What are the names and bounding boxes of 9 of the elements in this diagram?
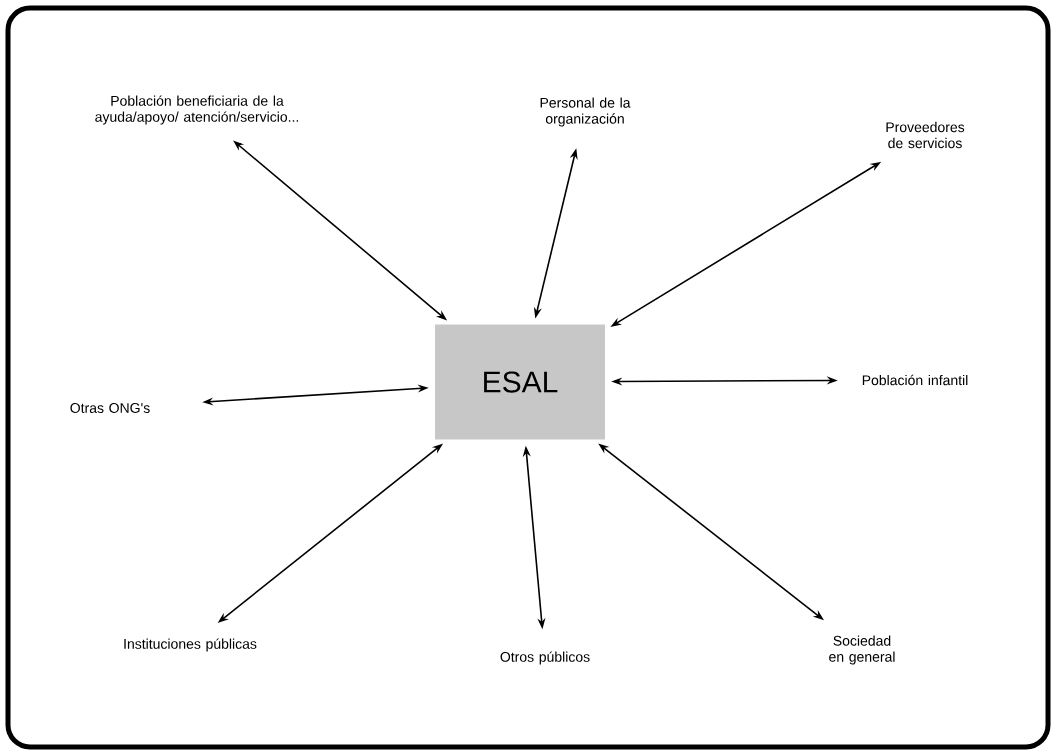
shaded-box: ESAL bbox=[435, 324, 605, 440]
node-label: Población infantil bbox=[862, 374, 968, 386]
node-label: Proveedores de servicios bbox=[886, 121, 965, 149]
node-label: Personal de la organización bbox=[540, 97, 631, 127]
node-label: Instituciones públicas bbox=[124, 638, 257, 652]
node-label: Otros públicos bbox=[500, 651, 590, 665]
node-label: Población beneficiaria de la ayuda/apoyo/ atención/servicio... bbox=[95, 95, 299, 125]
node-label: Otras ONG's bbox=[70, 403, 150, 413]
node-label: Sociedad en general bbox=[829, 635, 895, 665]
